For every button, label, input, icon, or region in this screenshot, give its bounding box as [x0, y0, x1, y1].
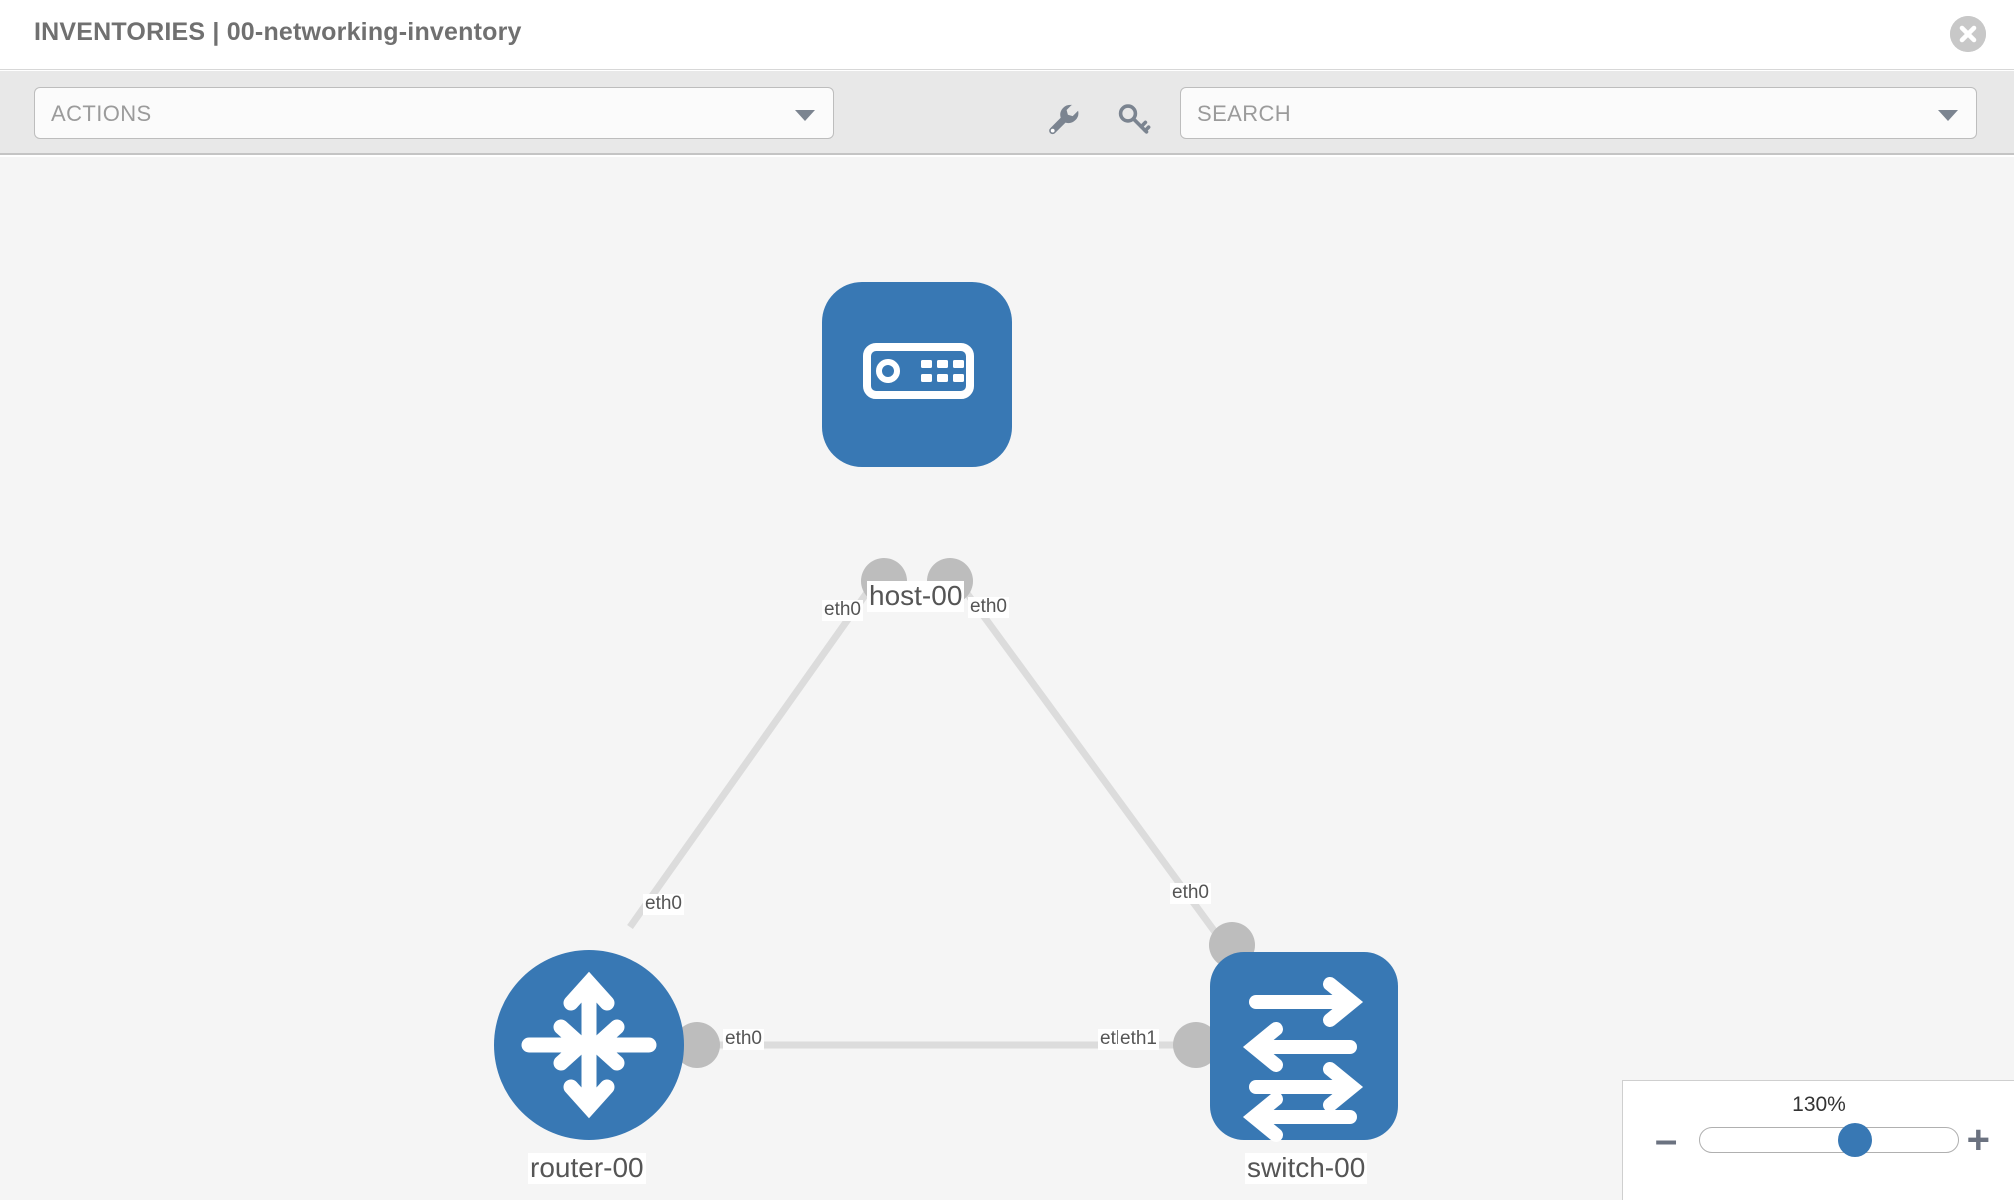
zoom-level-value: 130%: [1792, 1093, 1846, 1116]
key-icon[interactable]: [1113, 99, 1155, 141]
node-label-router-00: router-00: [528, 1152, 646, 1184]
page-header: INVENTORIES | 00-networking-inventory: [0, 0, 2014, 70]
iface-label-host00-eth0-left: eth0: [822, 599, 863, 621]
topology-graph[interactable]: [0, 157, 2014, 1200]
topology-canvas[interactable]: host-00 router-00 switch-00 eth0 eth0 et…: [0, 157, 2014, 1200]
node-label-switch-00: switch-00: [1245, 1152, 1368, 1184]
zoom-control-panel: 130% – +: [1622, 1080, 2014, 1200]
zoom-slider[interactable]: [1699, 1123, 1959, 1157]
node-router-00[interactable]: [494, 950, 684, 1140]
actions-dropdown-label: ACTIONS: [51, 101, 152, 126]
iface-label-router00-eth0-up: eth0: [643, 893, 684, 915]
search-input[interactable]: SEARCH: [1180, 87, 1977, 139]
actions-dropdown[interactable]: ACTIONS: [34, 87, 834, 139]
toolbar: ACTIONS SEARCH: [0, 71, 2014, 155]
zoom-slider-thumb[interactable]: [1837, 1123, 1872, 1157]
link-host00-switch00[interactable]: [952, 574, 1218, 935]
port-switch00-eth1[interactable]: [1173, 1022, 1219, 1068]
topology-ports: [674, 558, 1255, 1068]
node-host-00[interactable]: [822, 282, 1012, 467]
topology-links: [627, 574, 1218, 1049]
zoom-in-button[interactable]: +: [1966, 1118, 1990, 1162]
chevron-down-icon: [795, 110, 815, 121]
iface-label-switch00-eth1: eth1: [1118, 1028, 1159, 1050]
wrench-icon[interactable]: [1043, 99, 1085, 141]
close-icon[interactable]: [1950, 16, 1986, 52]
page-title: INVENTORIES | 00-networking-inventory: [34, 18, 522, 46]
zoom-out-button[interactable]: –: [1655, 1118, 1678, 1162]
port-router00-eth0[interactable]: [674, 1022, 720, 1068]
node-switch-00[interactable]: [1210, 952, 1398, 1142]
chevron-down-icon: [1938, 110, 1958, 121]
search-placeholder-label: SEARCH: [1197, 101, 1292, 126]
link-host00-router00[interactable]: [627, 574, 881, 930]
iface-label-host00-eth0-right: eth0: [968, 596, 1009, 618]
iface-label-router00-eth0: eth0: [723, 1028, 764, 1050]
iface-label-switch00-eth0-up: eth0: [1170, 882, 1211, 904]
node-label-host-00: host-00: [867, 580, 965, 612]
